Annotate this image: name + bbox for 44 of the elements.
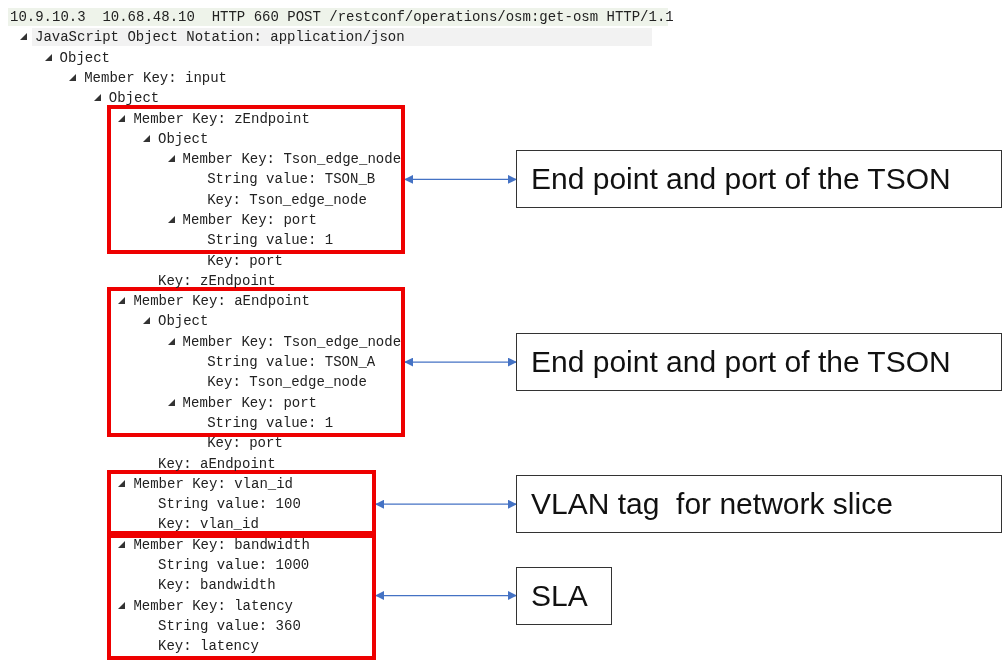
highlight-box [107, 287, 405, 437]
tree-item-text: Key: Tson_edge_node [207, 190, 367, 209]
tree-item-text: String value: 100 [158, 495, 301, 514]
tree-item-text: Member Key: input [84, 68, 227, 87]
tree-item-text: Key: latency [158, 637, 259, 656]
tree-item-text: Key: port [207, 251, 283, 270]
callout-box: End point and port of the TSON [516, 333, 1002, 392]
tree-item-text: Member Key: port [182, 393, 317, 412]
tree-item-text: Object [158, 129, 209, 148]
callout-box: SLA [516, 566, 612, 625]
tree-item-text: JavaScript Object Notation: application/json [35, 28, 405, 47]
callout-box: VLAN tag for network slice [516, 475, 1002, 534]
highlight-box [107, 469, 376, 539]
tree-item-text: String value: 1000 [158, 556, 310, 575]
tree-item-text: Member Key: aEndpoint [133, 292, 310, 311]
tree-item-text: String value: 1 [207, 414, 334, 432]
tree-item-text: Key: zEndpoint [158, 271, 276, 290]
tree-item-text: Member Key: Tson_edge_node [182, 150, 402, 169]
tree-item-text: Member Key: zEndpoint [133, 109, 310, 128]
tree-item-text: Object [59, 48, 110, 67]
highlight-box [107, 104, 405, 255]
callout-box: End point and port of the TSON [516, 150, 1002, 209]
tree-item-text: Member Key: port [182, 211, 317, 229]
double-arrow [404, 174, 517, 184]
tree-item-text: Object [158, 312, 209, 331]
tree-item-text: Member Key: Tson_edge_node [182, 332, 402, 351]
tree-item-text: String value: 1 [207, 231, 334, 250]
highlight-box [107, 530, 376, 661]
tree-item-text: Member Key: latency [133, 596, 294, 615]
tree-item-text: String value: 360 [158, 617, 301, 635]
packet-summary-line: 10.9.10.3 10.68.48.10 HTTP 660 POST /restconf/operations/osm:get-osm HTTP/1.1 [10, 8, 674, 26]
double-arrow [375, 499, 517, 509]
tree-item-text: Key: bandwidth [158, 576, 276, 595]
double-arrow [404, 357, 517, 367]
tree-item-text: Member Key: vlan_id [133, 474, 294, 493]
tree-item-text: String value: TSON_A [207, 353, 376, 372]
tree-item-text: Object [108, 89, 160, 108]
tree-item-text: Key: aEndpoint [158, 454, 276, 473]
tree-item-text: String value: TSON_B [207, 170, 376, 189]
tree-item-text: Key: vlan_id [158, 515, 259, 534]
double-arrow [375, 591, 517, 601]
tree-item-text: Member Key: bandwidth [133, 535, 310, 554]
tree-item-text: Key: Tson_edge_node [207, 373, 367, 392]
tree-item-text: Key: port [207, 434, 283, 453]
